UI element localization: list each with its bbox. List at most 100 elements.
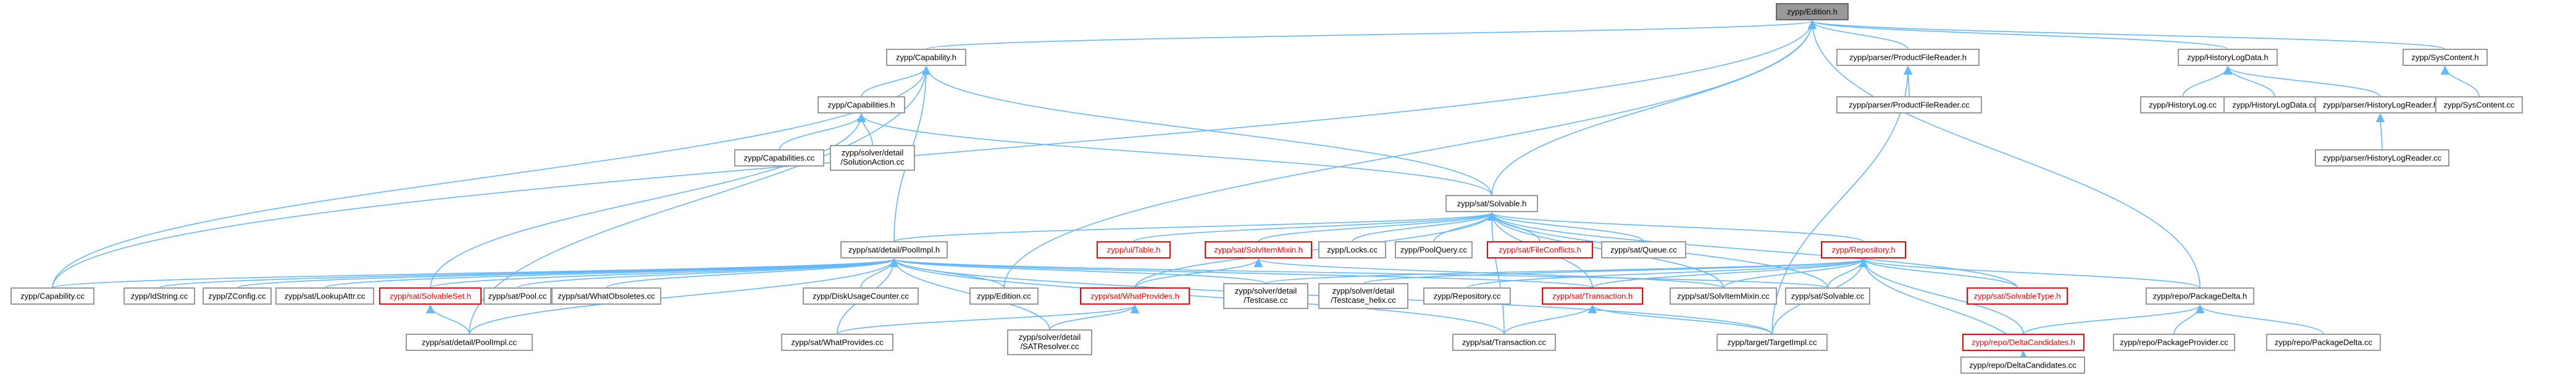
node-label: zypp/parser/HistoryLogReader.cc bbox=[2323, 154, 2442, 163]
node-zypp-edition-cc[interactable]: zypp/Edition.cc bbox=[969, 287, 1039, 305]
edge-capability_h-to-edition_h bbox=[926, 20, 1817, 50]
node-zypp-sat-lookupattr-cc[interactable]: zypp/sat/LookupAttr.cc bbox=[275, 287, 374, 305]
node-zypp-parser-productfilereader-h[interactable]: zypp/parser/ProductFileReader.h bbox=[1836, 49, 1980, 66]
node-label-line: /SATResolver.cc bbox=[1020, 342, 1079, 351]
node-box bbox=[1487, 241, 1593, 258]
node-zypp-historylogdata-h[interactable]: zypp/HistoryLogData.h bbox=[2178, 49, 2278, 66]
node-box bbox=[1395, 241, 1473, 258]
node-zypp-parser-historylogreader-h[interactable]: zypp/parser/HistoryLogReader.h bbox=[2315, 96, 2446, 113]
node-zypp-target-targetimpl-cc[interactable]: zypp/target/TargetImpl.cc bbox=[1717, 334, 1828, 351]
node-zypp-sat-queue-cc[interactable]: zypp/sat/Queue.cc bbox=[1601, 241, 1686, 258]
node-label: zypp/HistoryLog.cc bbox=[2149, 101, 2217, 110]
node-zypp-sat-solvitemmixin-cc[interactable]: zypp/sat/SolvItemMixin.cc bbox=[1670, 287, 1777, 305]
node-zypp-locks-cc[interactable]: zypp/Locks.cc bbox=[1318, 241, 1386, 258]
node-zypp-edition-h[interactable]: zypp/Edition.h bbox=[1776, 3, 1849, 20]
node-zypp-sat-solvableset-h[interactable]: zypp/sat/SolvableSet.h bbox=[379, 287, 482, 305]
node-zypp-capabilities-cc[interactable]: zypp/Capabilities.cc bbox=[734, 149, 824, 167]
node-zypp-solver-detail-testcase-cc[interactable]: zypp/solver/detail/Testcase.cc bbox=[1223, 283, 1308, 309]
dependency-edges bbox=[52, 20, 2480, 360]
edge-id_string_cc-to-pool_impl_h bbox=[159, 258, 898, 289]
edge-repository_h-to-solvable_h bbox=[1487, 212, 1864, 242]
node-zypp-capability-h[interactable]: zypp/Capability.h bbox=[886, 49, 966, 66]
node-zypp-sat-whatprovides-h[interactable]: zypp/sat/WhatProvides.h bbox=[1080, 287, 1190, 305]
node-label: zypp/repo/DeltaCandidates.h bbox=[1972, 338, 2075, 347]
node-zypp-historylog-cc[interactable]: zypp/HistoryLog.cc bbox=[2140, 96, 2225, 113]
edge-edition_cc-to-pool_impl_h bbox=[889, 258, 1005, 289]
node-box bbox=[551, 287, 661, 305]
node-label: zypp/repo/DeltaCandidates.cc bbox=[1969, 361, 2076, 370]
node-box bbox=[1452, 334, 1556, 351]
node-zypp-sat-solvabletype-h[interactable]: zypp/sat/SolvableType.h bbox=[1967, 287, 2068, 305]
node-box bbox=[10, 287, 94, 305]
node-box bbox=[830, 145, 915, 171]
node-label: zypp/sat/LookupAttr.cc bbox=[285, 292, 366, 301]
edge-testcase_cc-to-pool_impl_h bbox=[890, 258, 1266, 284]
node-label-line: /SolutionAction.cc bbox=[840, 157, 905, 167]
edge-queue_cc-to-solvable_h bbox=[1487, 212, 1644, 242]
node-zypp-sat-detail-poolimpl-cc[interactable]: zypp/sat/detail/PoolImpl.cc bbox=[406, 334, 533, 351]
node-zypp-repo-deltacandidates-cc[interactable]: zypp/repo/DeltaCandidates.cc bbox=[1960, 356, 2085, 374]
node-zypp-zconfig-cc[interactable]: zypp/ZConfig.cc bbox=[203, 287, 272, 305]
node-zypp-sat-whatobsoletes-cc[interactable]: zypp/sat/WhatObsoletes.cc bbox=[551, 287, 661, 305]
node-zypp-syscontent-cc[interactable]: zypp/SysContent.cc bbox=[2435, 96, 2523, 113]
edge-transaction_h-to-pool_impl_h bbox=[890, 258, 1593, 289]
edge-pool_impl_h-to-solvable_h bbox=[893, 212, 1496, 242]
node-zypp-ui-table-h[interactable]: zypp/ui/Table.h bbox=[1097, 241, 1171, 258]
node-zypp-sat-solvitemmixin-h[interactable]: zypp/sat/SolvItemMixin.h bbox=[1205, 241, 1312, 258]
node-label: zypp/repo/PackageDelta.cc bbox=[2275, 338, 2373, 347]
node-zypp-capabilities-h[interactable]: zypp/Capabilities.h bbox=[818, 96, 905, 113]
node-zypp-sat-detail-poolimpl-h[interactable]: zypp/sat/detail/PoolImpl.h bbox=[840, 241, 948, 258]
node-zypp-diskusagecounter-cc[interactable]: zypp/DiskUsageCounter.cc bbox=[803, 287, 919, 305]
node-label: zypp/sat/Transaction.cc bbox=[1462, 338, 1547, 347]
edge-product_file_reader_h-to-edition_h bbox=[1807, 20, 1909, 50]
edge-transaction_h-to-repository_h bbox=[1592, 258, 1868, 289]
edge-history_log_reader_cc-to-history_log_reader_h bbox=[2375, 113, 2385, 150]
node-zypp-repository-h[interactable]: zypp/Repository.h bbox=[1821, 241, 1906, 258]
node-box bbox=[1960, 356, 2085, 374]
node-label: zypp/sat/WhatObsoletes.cc bbox=[558, 292, 655, 301]
node-label: zypp/Capabilities.cc bbox=[744, 154, 815, 163]
node-zypp-sat-transaction-h[interactable]: zypp/sat/Transaction.h bbox=[1542, 287, 1643, 305]
node-zypp-repo-packagedelta-cc[interactable]: zypp/repo/PackageDelta.cc bbox=[2266, 334, 2381, 351]
node-zypp-repo-deltacandidates-h[interactable]: zypp/repo/DeltaCandidates.h bbox=[1962, 334, 2085, 351]
edge-sys_content_h-to-edition_h bbox=[1808, 20, 2446, 50]
edge-capability_cc-to-edition_h bbox=[52, 20, 1817, 289]
node-zypp-parser-historylogreader-cc[interactable]: zypp/parser/HistoryLogReader.cc bbox=[2315, 149, 2449, 167]
node-zypp-sat-transaction-cc[interactable]: zypp/sat/Transaction.cc bbox=[1452, 334, 1556, 351]
node-zypp-syscontent-h[interactable]: zypp/SysContent.h bbox=[2402, 49, 2488, 66]
node-box bbox=[803, 287, 919, 305]
node-zypp-solver-detail-testcase-helix-cc[interactable]: zypp/solver/detail/Testcase_helix.cc bbox=[1318, 283, 1408, 309]
node-zypp-solver-detail-satresolver-cc[interactable]: zypp/solver/detail/SATResolver.cc bbox=[1007, 329, 1092, 355]
node-zypp-capability-cc[interactable]: zypp/Capability.cc bbox=[10, 287, 94, 305]
node-label: zypp/Repository.h bbox=[1831, 245, 1895, 255]
node-box bbox=[1821, 241, 1906, 258]
node-label: zypp/Capability.h bbox=[896, 53, 956, 62]
node-zypp-idstring-cc[interactable]: zypp/IdString.cc bbox=[123, 287, 195, 305]
node-zypp-repository-cc[interactable]: zypp/Repository.cc bbox=[1423, 287, 1511, 305]
node-label: zypp/IdString.cc bbox=[131, 292, 188, 301]
node-box bbox=[1785, 287, 1870, 305]
node-zypp-repo-packageprovider-cc[interactable]: zypp/repo/PackageProvider.cc bbox=[2113, 334, 2235, 351]
node-box bbox=[2315, 149, 2449, 167]
node-label-line: /Testcase_helix.cc bbox=[1331, 295, 1396, 305]
node-zypp-sat-fileconflicts-h[interactable]: zypp/sat/FileConflicts.h bbox=[1487, 241, 1593, 258]
node-zypp-historylogdata-cc[interactable]: zypp/HistoryLogData.cc bbox=[2223, 96, 2326, 113]
node-zypp-solver-detail-solutionaction-cc[interactable]: zypp/solver/detail/SolutionAction.cc bbox=[830, 145, 915, 171]
node-zypp-poolquery-cc[interactable]: zypp/PoolQuery.cc bbox=[1395, 241, 1473, 258]
node-label: zypp/repo/PackageProvider.cc bbox=[2120, 338, 2228, 347]
node-label: zypp/Capabilities.h bbox=[827, 101, 895, 110]
node-zypp-sat-whatprovides-cc[interactable]: zypp/sat/WhatProvides.cc bbox=[781, 334, 893, 351]
node-zypp-sat-solvable-h[interactable]: zypp/sat/Solvable.h bbox=[1445, 195, 1538, 212]
node-label: zypp/sat/SolvableType.h bbox=[1974, 292, 2061, 301]
edge-locks_cc-to-solvable_h bbox=[1352, 212, 1497, 242]
node-zypp-sat-pool-cc[interactable]: zypp/sat/Pool.cc bbox=[483, 287, 551, 305]
edge-repository_cc-to-repository_h bbox=[1466, 258, 1868, 289]
node-zypp-repo-packagedelta-h[interactable]: zypp/repo/PackageDelta.h bbox=[2146, 287, 2254, 305]
node-box bbox=[1007, 329, 1092, 355]
node-zypp-sat-solvable-cc[interactable]: zypp/sat/Solvable.cc bbox=[1785, 287, 1870, 305]
node-label: zypp/repo/PackageDelta.h bbox=[2153, 292, 2247, 301]
edge-solution_action_cc-to-capabilities_h bbox=[856, 113, 873, 146]
node-zypp-parser-productfilereader-cc[interactable]: zypp/parser/ProductFileReader.cc bbox=[1836, 96, 1982, 113]
node-label: zypp/sat/SolvableSet.h bbox=[390, 292, 471, 301]
